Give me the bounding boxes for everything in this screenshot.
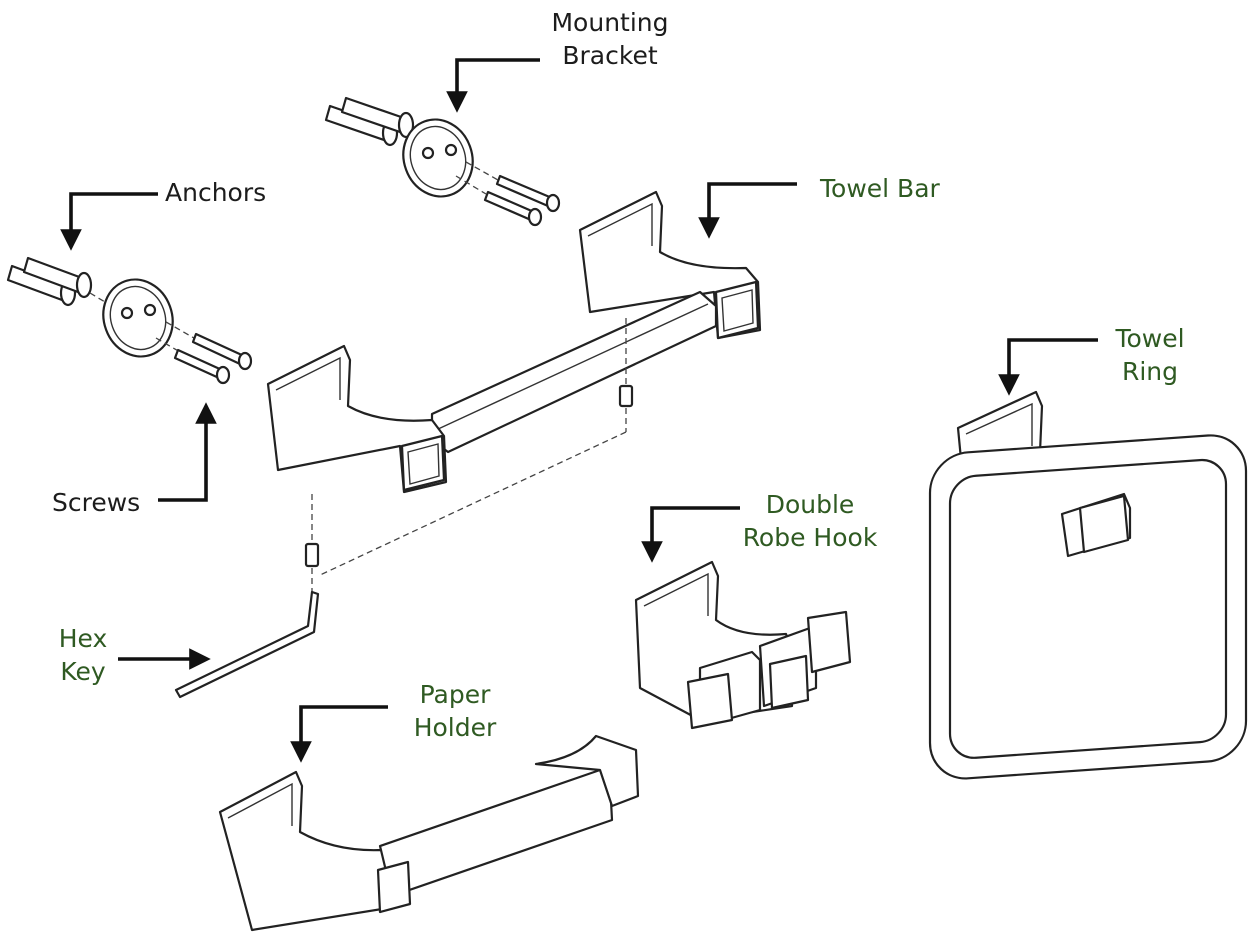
bracket-plate-top (402, 118, 474, 198)
towel-bar-arrow (698, 182, 797, 239)
towel-bar-left-post (266, 344, 448, 494)
screws-arrow (158, 402, 217, 502)
towel-bar-right-post (578, 190, 762, 340)
paper-holder-label: Paper Holder (413, 680, 497, 742)
hex-key-label: Hex Key (58, 624, 108, 686)
towel-ring-label: Towel Ring (1115, 324, 1185, 386)
screw-pair-left (173, 332, 253, 385)
mounting-bracket-label: Mounting Bracket (551, 8, 669, 70)
bracket-plate-left (102, 278, 174, 358)
towel-ring-arrow (998, 338, 1098, 396)
anchors-label: Anchors (165, 178, 267, 207)
towel-bar-drawing (266, 190, 762, 594)
towel-ring-drawing (928, 390, 1248, 780)
callout-arrows (60, 58, 1098, 763)
paper-holder-drawing (218, 734, 640, 932)
mounting-bracket-set (324, 96, 561, 227)
anchor-pair-left (6, 256, 93, 307)
screws-label: Screws (52, 488, 141, 517)
anchor-pair-top (324, 96, 415, 147)
double-robe-hook-label: Double Robe Hook (742, 490, 878, 552)
paper-holder-arrow (290, 705, 388, 763)
anchors-arrow (60, 192, 158, 251)
double-robe-hook-arrow (641, 506, 740, 563)
mounting-bracket-arrow (446, 58, 540, 113)
anchor-bracket-screw-set (6, 256, 253, 385)
set-screw-parts (304, 318, 634, 594)
towel-bar-label: Towel Bar (820, 174, 940, 203)
screw-pair-top (483, 174, 561, 227)
double-robe-hook-drawing (634, 560, 852, 730)
hex-key-drawing (174, 590, 320, 699)
towel-bar-rod (430, 290, 718, 454)
